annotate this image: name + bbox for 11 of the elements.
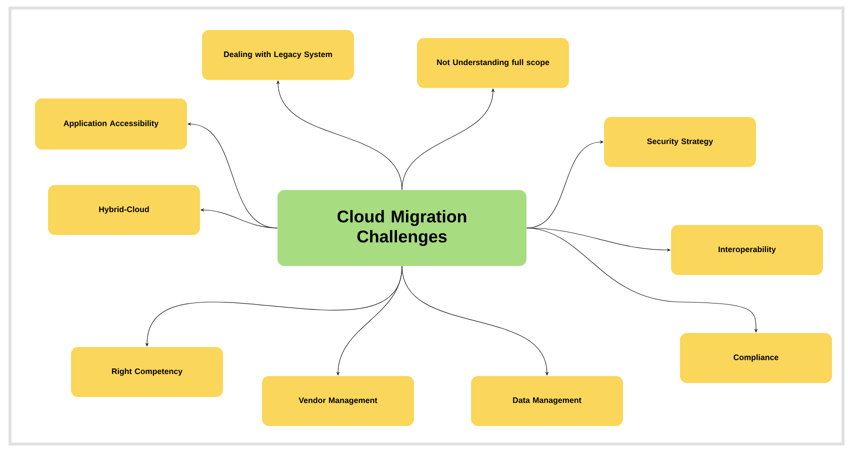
challenge-box: Dealing with Legacy System xyxy=(202,30,354,80)
challenge-box: Not Understanding full scope xyxy=(417,38,569,88)
challenge-box: Data Management xyxy=(471,376,623,426)
challenge-box: Application Accessibility xyxy=(35,98,187,150)
topic-box: Cloud Migration Challenges xyxy=(278,190,526,266)
challenge-box: Vendor Management xyxy=(262,376,414,426)
challenge-box: Security Strategy xyxy=(604,117,756,167)
challenge-box: Compliance xyxy=(680,333,832,383)
challenge-box: Hybrid-Cloud xyxy=(48,185,200,235)
challenge-box: Right Competency xyxy=(71,347,223,397)
challenge-box: Interoperability xyxy=(671,225,823,275)
